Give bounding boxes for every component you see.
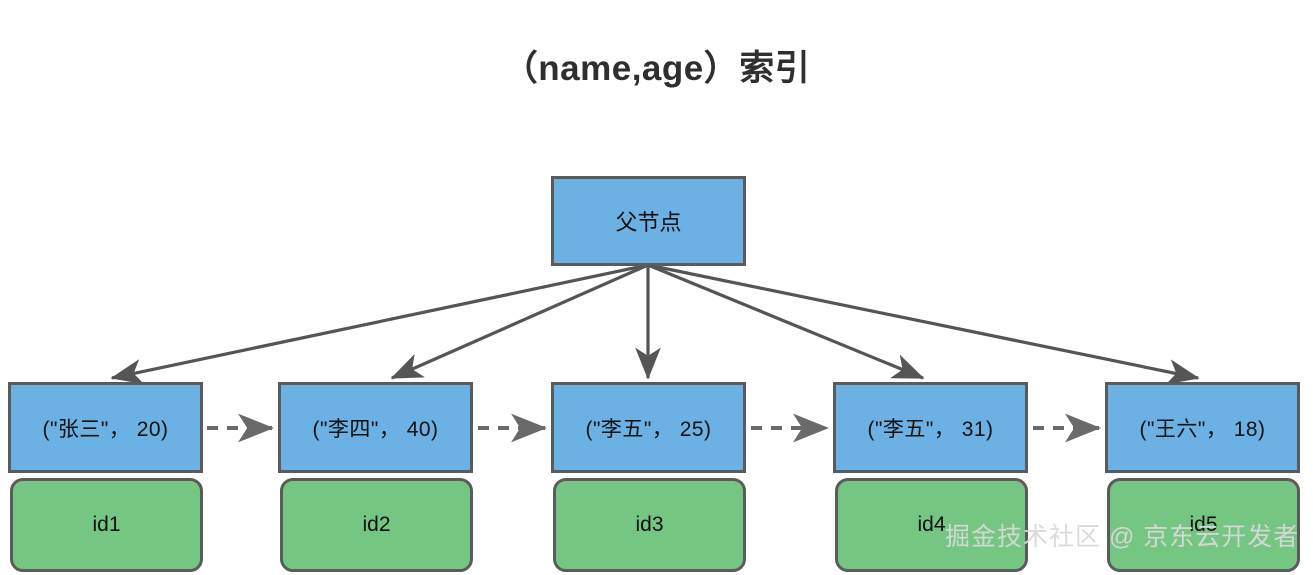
leaf-key-node-3[interactable]: ("李五"， 25) bbox=[551, 382, 746, 473]
leaf-id-label-3: id3 bbox=[635, 513, 664, 536]
page-title: （name,age）索引 bbox=[502, 49, 811, 88]
leaf-key-node-4[interactable]: ("李五"， 31) bbox=[833, 382, 1028, 473]
watermark: 掘金技术社区 @ 京东云开发者 bbox=[945, 523, 1300, 551]
edge-parent-to-leaf-4 bbox=[647, 263, 925, 380]
leaf-key-label-1: ("张三"， 20) bbox=[42, 417, 169, 441]
leaf-key-label-5: ("王六"， 18) bbox=[1139, 417, 1266, 441]
parent-node[interactable]: 父节点 bbox=[551, 176, 746, 266]
parent-node-label: 父节点 bbox=[615, 210, 682, 235]
leaf-id-node-2[interactable]: id2 bbox=[280, 478, 473, 572]
leaf-key-node-1[interactable]: ("张三"， 20) bbox=[8, 382, 203, 473]
leaf-key-node-2[interactable]: ("李四"， 40) bbox=[278, 382, 473, 473]
edge-parent-to-leaf-2 bbox=[390, 263, 649, 380]
leaf-id-node-5[interactable]: id5 bbox=[1107, 478, 1300, 572]
leaf-key-node-5[interactable]: ("王六"， 18) bbox=[1105, 382, 1300, 473]
parent-to-leaf-edges bbox=[110, 263, 1200, 385]
leaf-key-label-4: ("李五"， 31) bbox=[867, 417, 994, 441]
edge-parent-to-leaf-5 bbox=[647, 263, 1200, 385]
leaf-id-label-5: id5 bbox=[1189, 513, 1218, 536]
edge-parent-to-leaf-1 bbox=[110, 263, 649, 385]
leaf-id-label-2: id2 bbox=[362, 513, 391, 536]
leaf-key-label-2: ("李四"， 40) bbox=[312, 417, 439, 441]
leaf-id-label-1: id1 bbox=[92, 513, 121, 536]
leaf-id-label-4: id4 bbox=[917, 513, 946, 536]
leaf-id-node-4[interactable]: id4 bbox=[835, 478, 1028, 572]
leaf-key-label-3: ("李五"， 25) bbox=[585, 417, 712, 441]
leaf-id-node-1[interactable]: id1 bbox=[10, 478, 203, 572]
leaf-id-node-3[interactable]: id3 bbox=[553, 478, 746, 572]
